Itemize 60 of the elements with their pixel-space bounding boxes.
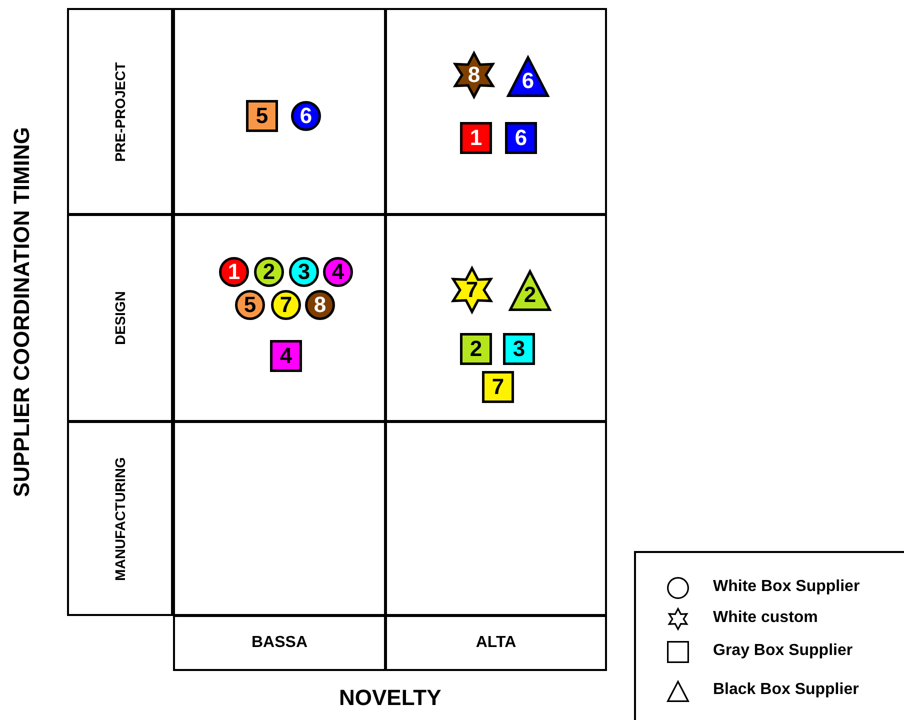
circle-marker (305, 290, 335, 320)
header-cell (67, 214, 173, 422)
square-marker (246, 100, 278, 132)
header-cell (67, 421, 173, 616)
column-label: BASSA (251, 634, 308, 652)
matrix-cell (173, 8, 386, 215)
triangle-marker (509, 269, 551, 311)
marker-number: 5 (256, 105, 268, 127)
circle-marker (323, 257, 353, 287)
marker-number: 4 (332, 261, 344, 283)
column-label: ALTA (476, 634, 516, 652)
legend-label: Gray Box Supplier (713, 642, 853, 660)
marker-number: 6 (300, 105, 312, 127)
legend-label: White custom (713, 609, 818, 627)
row-label: DESIGN (112, 291, 128, 345)
header-cell (67, 8, 173, 215)
square-marker (460, 333, 492, 365)
circle-marker (254, 257, 284, 287)
marker-number: 7 (466, 279, 478, 301)
matrix-cell (385, 421, 607, 616)
marker-number: 5 (244, 294, 256, 316)
circle-marker (271, 290, 301, 320)
marker-number: 2 (262, 261, 276, 283)
star-marker (449, 267, 495, 313)
circle-marker (235, 290, 265, 320)
marker-number: 4 (280, 345, 292, 367)
matrix-cell (385, 8, 607, 215)
square-marker (482, 371, 514, 403)
star-marker (451, 52, 497, 98)
marker-number: 7 (492, 376, 504, 398)
triangle-marker (507, 55, 549, 97)
circle-marker (289, 257, 319, 287)
marker-number: 2 (524, 284, 536, 306)
square-marker (460, 122, 492, 154)
marker-number: 6 (514, 127, 528, 149)
matrix-cell (385, 214, 607, 422)
square-marker (505, 122, 537, 154)
marker-number: 2 (470, 338, 482, 360)
circle-marker (291, 101, 321, 131)
matrix-cell (173, 214, 386, 422)
marker-number: 8 (314, 294, 326, 316)
header-cell (173, 615, 386, 671)
marker-number: 1 (228, 261, 240, 283)
marker-number: 7 (280, 294, 292, 316)
marker-number: 1 (470, 127, 482, 149)
square-marker (503, 333, 535, 365)
row-label: MANUFACTURING (112, 456, 128, 580)
matrix-cell (173, 421, 386, 616)
legend-label: Black Box Supplier (713, 681, 859, 699)
marker-number: 6 (522, 70, 534, 92)
axis-title: SUPPLIER COORDINATION TIMING (8, 127, 35, 497)
header-cell (385, 615, 607, 671)
marker-number: 3 (298, 261, 310, 283)
row-label: PRE-PROJECT (112, 62, 128, 162)
marker-number: 8 (468, 64, 480, 86)
marker-number: 3 (512, 338, 526, 360)
square-marker (270, 340, 302, 372)
axis-title: NOVELTY (339, 685, 442, 711)
legend-label: White Box Supplier (713, 578, 860, 596)
circle-marker (219, 257, 249, 287)
